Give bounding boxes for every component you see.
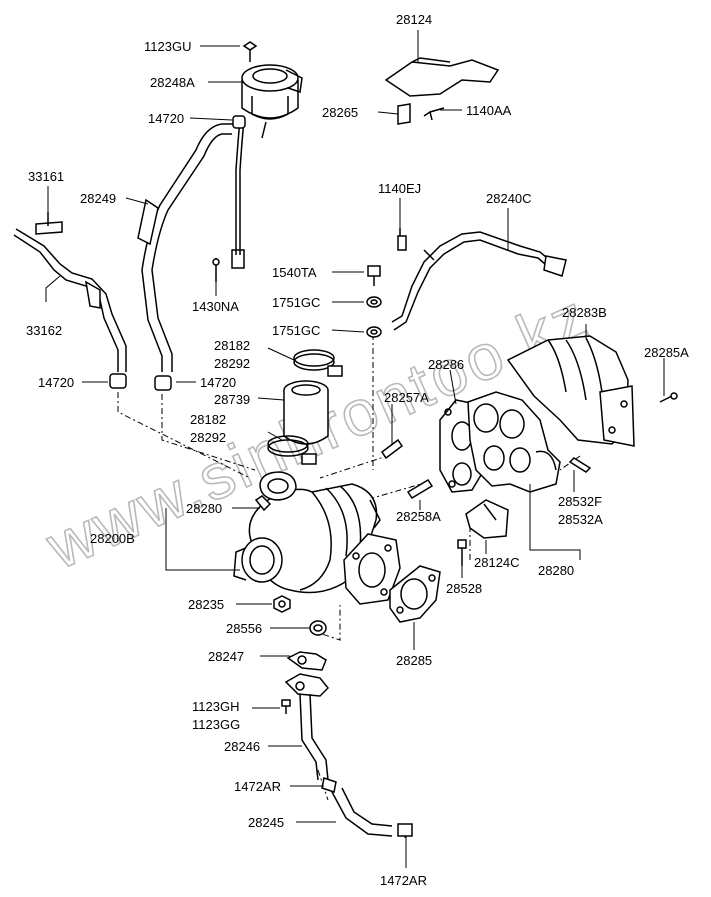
- label-1140EJ: 1140EJ: [378, 181, 421, 196]
- label-28247: 28247: [208, 649, 244, 664]
- label-1123GG: 1123GG: [192, 717, 240, 732]
- label-28280-top: 28280: [186, 501, 222, 516]
- label-1123GH: 1123GH: [192, 699, 239, 714]
- label-28285: 28285: [396, 653, 432, 668]
- label-28528: 28528: [446, 581, 482, 596]
- label-33162: 33162: [26, 323, 62, 338]
- nuts: [273, 595, 327, 636]
- oil-feed-pipe: [391, 228, 567, 331]
- part-labels: 28124 1123GU 28248A 14720 28265 1140AA 3…: [26, 12, 689, 888]
- label-33161: 33161: [28, 169, 64, 184]
- label-1123GU: 1123GU: [144, 39, 191, 54]
- label-28265: 28265: [322, 105, 358, 120]
- label-1751GC-a: 1751GC: [272, 295, 320, 310]
- fittings: [366, 265, 382, 338]
- heat-protector-28283B: [506, 335, 678, 447]
- label-28249: 28249: [80, 191, 116, 206]
- gasket-28285: [389, 565, 441, 623]
- hose-28249: [137, 123, 238, 372]
- leader-lines: [45, 30, 665, 868]
- label-28182-b: 28182: [190, 412, 226, 427]
- heat-shield-28124: [384, 57, 500, 125]
- bracket-28124C: [457, 499, 509, 566]
- label-28258A: 28258A: [396, 509, 441, 524]
- label-1472AR-b: 1472AR: [380, 873, 427, 888]
- label-28285A: 28285A: [644, 345, 689, 360]
- exhaust-manifold-28280: [467, 391, 561, 493]
- label-28124: 28124: [396, 12, 432, 27]
- label-1751GC-b: 1751GC: [272, 323, 320, 338]
- label-28246: 28246: [224, 739, 260, 754]
- label-28283B: 28283B: [562, 305, 607, 320]
- label-28240C: 28240C: [486, 191, 532, 206]
- label-28532F: 28532F: [558, 494, 602, 509]
- label-28532A: 28532A: [558, 512, 603, 527]
- clamps-14720: [109, 115, 246, 391]
- label-28739: 28739: [214, 392, 250, 407]
- oil-return-line: [281, 651, 413, 837]
- label-28200B: 28200B: [90, 531, 135, 546]
- label-1540TA: 1540TA: [272, 265, 317, 280]
- label-28556: 28556: [226, 621, 262, 636]
- label-28292-b: 28292: [190, 430, 226, 445]
- label-14720-top: 14720: [148, 111, 184, 126]
- label-28292-a: 28292: [214, 356, 250, 371]
- label-28182-a: 28182: [214, 338, 250, 353]
- label-28286: 28286: [428, 357, 464, 372]
- studs: [380, 438, 592, 500]
- label-1472AR-a: 1472AR: [234, 779, 281, 794]
- label-28235: 28235: [188, 597, 224, 612]
- label-28257A: 28257A: [384, 390, 429, 405]
- pipe-33162: [13, 212, 127, 372]
- label-1430NA: 1430NA: [192, 299, 239, 314]
- label-14720-left: 14720: [38, 375, 74, 390]
- bolt-1430NA: [212, 258, 220, 282]
- label-28248A: 28248A: [150, 75, 195, 90]
- label-28124C: 28124C: [474, 555, 520, 570]
- wastegate-actuator: [231, 41, 303, 269]
- label-28245: 28245: [248, 815, 284, 830]
- label-1140AA: 1140AA: [466, 103, 512, 118]
- turbine-flange: [343, 533, 401, 605]
- label-28280-bottom: 28280: [538, 563, 574, 578]
- intake-hose-28739: [267, 349, 343, 465]
- label-14720-mid: 14720: [200, 375, 236, 390]
